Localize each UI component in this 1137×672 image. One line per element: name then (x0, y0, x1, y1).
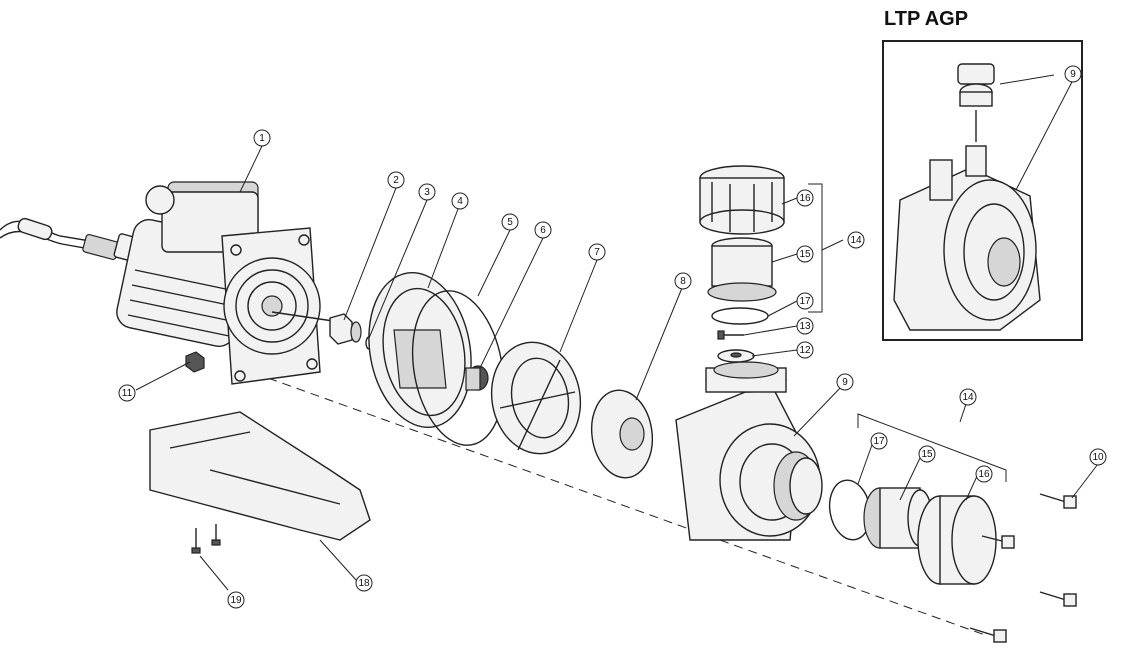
callout-c14b: 14 (959, 388, 977, 406)
callout-number: 16 (978, 469, 990, 480)
callout-circle (534, 221, 552, 239)
callout-c11: 11 (118, 384, 136, 402)
callout-c17b: 17 (870, 432, 888, 450)
part-15-union-tail-side (863, 487, 933, 549)
callout-c16b: 16 (975, 465, 993, 483)
callout-circle (959, 388, 977, 406)
callout-circle (418, 183, 436, 201)
callout-c13: 13 (796, 317, 814, 335)
callout-circle (918, 445, 936, 463)
callout-number: 9 (842, 377, 848, 388)
callout-number: 19 (230, 595, 242, 606)
callout-c15b: 15 (918, 445, 936, 463)
callout-c6: 6 (534, 221, 552, 239)
leader-lines (135, 74, 1099, 591)
callout-circle (674, 272, 692, 290)
callout-circle (975, 465, 993, 483)
inset-frame (882, 40, 1083, 341)
callout-c3: 3 (418, 183, 436, 201)
callout-number: 17 (799, 296, 811, 307)
callout-number: 7 (594, 247, 600, 258)
part-10-bolts (969, 493, 1077, 643)
inset-title: LTP AGP (884, 8, 969, 30)
callout-circle (796, 292, 814, 310)
callout-circle (253, 129, 271, 147)
part-6-seal-insert (465, 365, 489, 391)
callout-c12: 12 (796, 341, 814, 359)
part-9-pump-housing (675, 361, 823, 541)
callout-circle (836, 373, 854, 391)
callout-number: 18 (358, 578, 370, 589)
callout-c1: 1 (253, 129, 271, 147)
callout-circle (118, 384, 136, 402)
callout-number: 15 (921, 449, 933, 460)
callout-number: 14 (850, 235, 862, 246)
callout-number: 1 (259, 133, 265, 144)
callout-circle (387, 171, 405, 189)
part-18-base (149, 411, 371, 541)
part-7-diffuser (490, 341, 582, 455)
callout-c2: 2 (387, 171, 405, 189)
callout-c9: 9 (836, 373, 854, 391)
callout-number: 12 (799, 345, 811, 356)
callout-circle (501, 213, 519, 231)
callout-number: 14 (962, 392, 974, 403)
part-17-o-ring-top (711, 307, 769, 325)
callout-circle (451, 192, 469, 210)
callout-number: 11 (122, 388, 133, 399)
callout-number: 13 (799, 321, 811, 332)
part-16-union-nut-side (917, 495, 997, 585)
part-13-screw (717, 330, 744, 340)
part-8-impeller (590, 389, 654, 479)
callout-circle (796, 317, 814, 335)
callout-c15: 15 (796, 245, 814, 263)
callout-c17: 17 (796, 292, 814, 310)
part-12-washer (717, 349, 755, 363)
callout-c4: 4 (451, 192, 469, 210)
callout-c5: 5 (501, 213, 519, 231)
callout-c10: 10 (1089, 448, 1107, 466)
part-4-seal-plate (368, 271, 472, 429)
callout-number: 16 (799, 193, 811, 204)
callout-number: 6 (540, 225, 546, 236)
callout-circle (227, 591, 245, 609)
callout-number: 8 (680, 276, 686, 287)
bracket-14-top (808, 183, 823, 313)
callout-c14: 14 (847, 231, 865, 249)
callout-number: 3 (424, 187, 430, 198)
bracket-14-side (857, 413, 1007, 482)
part-1-motor (116, 181, 341, 385)
part-11-nut (185, 351, 205, 373)
part-15-union-tail-top (707, 237, 777, 302)
callout-circle (355, 574, 373, 592)
callout-number: 5 (507, 217, 513, 228)
callout-circle (796, 341, 814, 359)
inset-pump-housing (893, 63, 1041, 331)
callout-circle (588, 243, 606, 261)
part-16-union-nut-top (699, 165, 785, 235)
callout-number: 9 (1070, 69, 1076, 80)
callout-number: 4 (457, 196, 463, 207)
callout-number: 15 (799, 249, 811, 260)
callout-number: 17 (873, 436, 885, 447)
callout-circle (796, 245, 814, 263)
callout-circle (1089, 448, 1107, 466)
callout-c18: 18 (355, 574, 373, 592)
assembly-axis-line (239, 367, 986, 636)
callout-c19: 19 (227, 591, 245, 609)
callout-circle (847, 231, 865, 249)
callout-circle (870, 432, 888, 450)
callout-c8: 8 (674, 272, 692, 290)
callout-c16: 16 (796, 189, 814, 207)
callout-circle (796, 189, 814, 207)
part-2-shaft-seal (329, 313, 362, 345)
part-19-screws (191, 524, 221, 554)
callout-c7: 7 (588, 243, 606, 261)
callout-number: 10 (1092, 452, 1104, 463)
callout-number: 2 (393, 175, 399, 186)
